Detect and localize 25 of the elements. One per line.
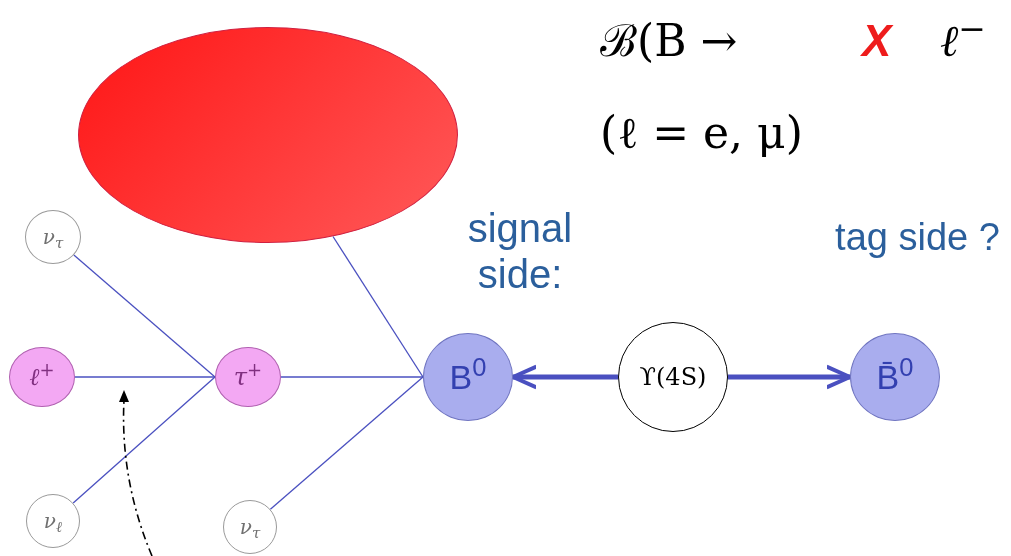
particle-label: ℓ$^{+}$ (29, 365, 55, 389)
line (73, 254, 216, 378)
particle-label: ν$_{ℓ}$ (43, 511, 63, 531)
line (332, 235, 424, 378)
text-label: X (862, 15, 892, 67)
text-label: (ℓ = e, μ) (600, 106, 803, 160)
particle-label: B$^{0}$ (449, 360, 487, 394)
line (280, 376, 424, 378)
text-label: ℓ$^{−}$ (940, 8, 986, 68)
text-label: signal side: (466, 205, 574, 297)
line (74, 376, 216, 378)
line (72, 376, 216, 504)
text-label: tag side ? (834, 215, 1001, 259)
particle-label: ν$_{τ}$ (239, 517, 261, 537)
particle-circle (223, 500, 277, 554)
text-label: ℬ(B → (600, 14, 738, 68)
line (269, 376, 424, 510)
arrow (511, 364, 618, 390)
particle-label: τ$^{+}$ (233, 365, 263, 389)
particle-label: ϒ(4S) (639, 365, 707, 389)
arrow (728, 364, 852, 390)
particle-label: ν$_{τ}$ (42, 227, 64, 247)
particle-circle (25, 210, 81, 264)
particle-circle (26, 494, 80, 548)
particle-label: B̄$^{0}$ (876, 360, 914, 394)
